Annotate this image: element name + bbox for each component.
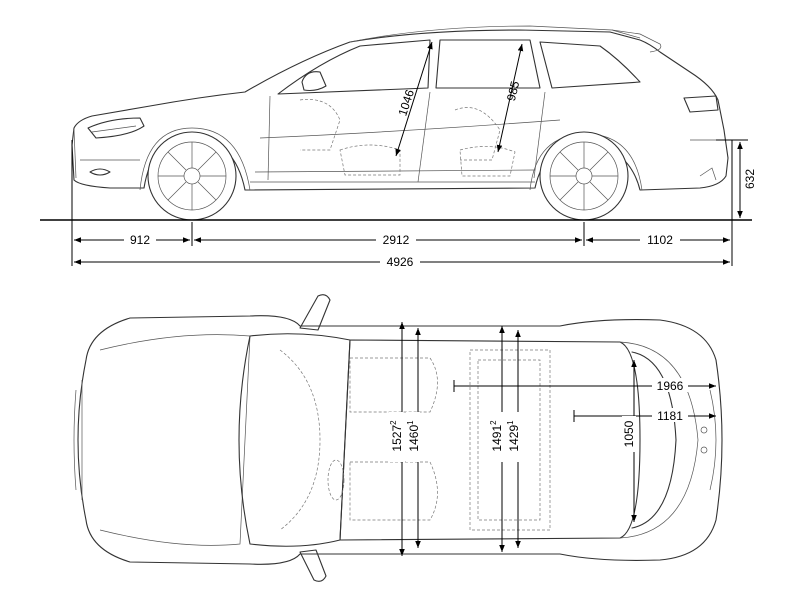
front-headroom-label: 1046: [395, 88, 417, 118]
rear-shoulder-width-label: 14291: [506, 420, 521, 452]
cargo-length-folded-label: 1966: [657, 379, 684, 393]
rear-elbow-width-value: 1491: [490, 425, 504, 452]
front-overhang-label: 912: [130, 233, 150, 247]
sill-height-label: 632: [743, 169, 757, 189]
cargo-width-label: 1050: [622, 420, 636, 447]
rear-shoulder-width-value: 1429: [507, 425, 521, 452]
rear-wheel: [539, 131, 629, 221]
rear-shoulder-width-footnote: 1: [506, 420, 515, 425]
front-elbow-width-footnote: 2: [389, 420, 398, 425]
overall-length-label: 4926: [387, 255, 414, 269]
front-shoulder-width-value: 1460: [407, 425, 421, 452]
rear-overhang-label: 1102: [647, 233, 673, 247]
front-shoulder-width-footnote: 1: [406, 420, 415, 425]
cargo-length-label: 1181: [657, 409, 683, 423]
front-headroom-dimension: [395, 41, 433, 157]
front-wheel: [147, 131, 237, 221]
side-reference-lines: [71, 139, 748, 266]
front-elbow-width-label: 15272: [389, 420, 404, 452]
rear-headroom-dimension: [496, 43, 524, 153]
rear-headroom-label: 985: [504, 79, 523, 102]
wheelbase-label: 2912: [383, 233, 410, 247]
side-view-car: [71, 25, 729, 191]
rear-elbow-width-footnote: 2: [489, 420, 498, 425]
front-elbow-width-value: 1527: [390, 425, 404, 452]
rear-elbow-width-label: 14912: [489, 420, 504, 452]
front-shoulder-width-label: 14601: [406, 420, 421, 452]
top-view-car: [73, 294, 723, 582]
